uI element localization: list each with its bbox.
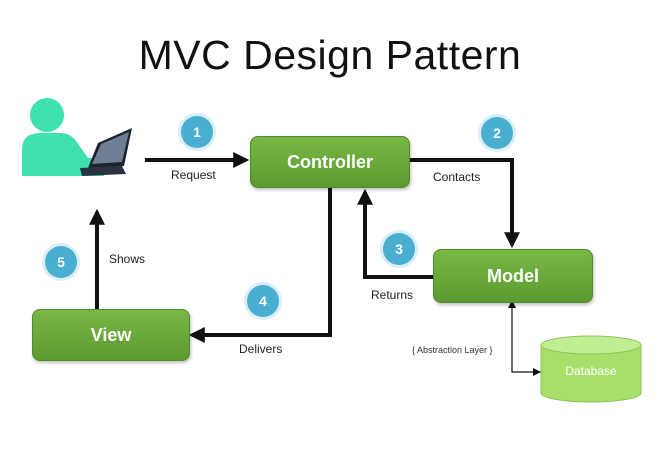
arrow-abstraction-head-up bbox=[508, 300, 516, 308]
step-badge-4: 4 bbox=[247, 285, 279, 317]
arrow-contacts bbox=[408, 158, 520, 249]
controller-box: Controller bbox=[250, 136, 410, 188]
arrow-delivers bbox=[188, 186, 332, 343]
database-label: Database bbox=[565, 364, 617, 378]
step-label-request: Request bbox=[171, 168, 216, 182]
view-label: View bbox=[90, 324, 132, 345]
arrow-abstraction bbox=[511, 301, 541, 373]
step-badge-2: 2 bbox=[481, 117, 513, 149]
abstraction-layer-label: { Abstraction Layer } bbox=[412, 345, 493, 355]
step-label-delivers: Delivers bbox=[239, 342, 283, 356]
step-badge-1: 1 bbox=[181, 116, 213, 148]
arrow-abstraction-head-right bbox=[533, 368, 541, 376]
view-box: View bbox=[32, 309, 190, 361]
model-box: Model bbox=[433, 249, 593, 303]
step-label-contacts: Contacts bbox=[433, 170, 481, 184]
step-label-shows: Shows bbox=[109, 252, 146, 266]
controller-label: Controller bbox=[286, 151, 373, 172]
arrow-returns bbox=[357, 188, 433, 279]
model-label: Model bbox=[487, 265, 539, 286]
step-badge-3: 3 bbox=[383, 233, 415, 265]
step-badge-5: 5 bbox=[45, 246, 77, 278]
step-label-returns: Returns bbox=[371, 288, 414, 302]
diagram-title: MVC Design Pattern bbox=[138, 32, 522, 78]
